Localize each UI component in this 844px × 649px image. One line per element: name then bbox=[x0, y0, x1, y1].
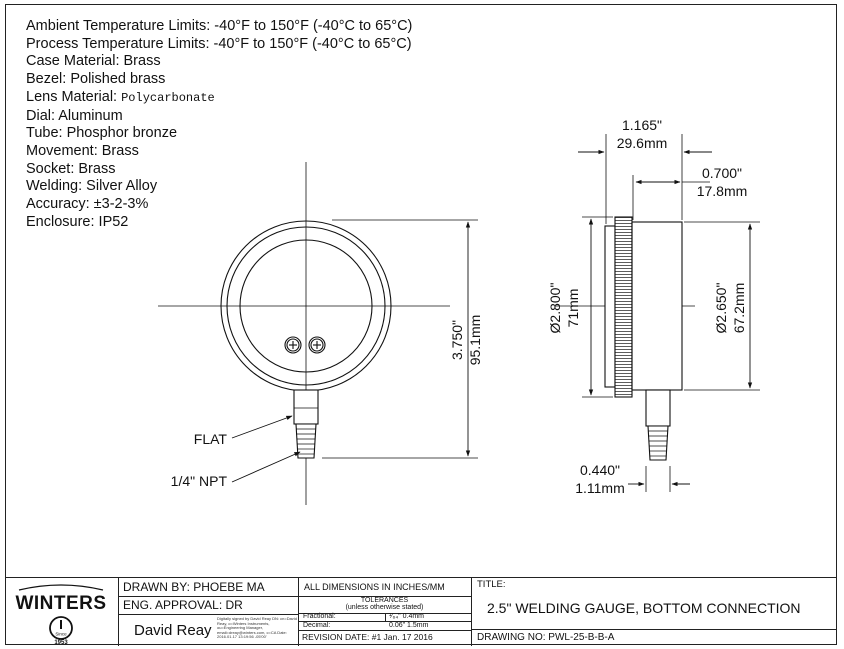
logo-year: 1953 bbox=[54, 640, 68, 646]
drawing-number: DRAWING NO: PWL-25-B-B-A bbox=[477, 632, 615, 643]
winters-logo: WINTERS Since 1953 bbox=[5, 578, 118, 646]
fractional-label: Fractional: bbox=[303, 613, 336, 620]
tolerances-subtitle: (unless otherwise stated) bbox=[345, 604, 424, 611]
logo-text: WINTERS bbox=[15, 593, 106, 614]
side-depth-mm: 29.6mm bbox=[617, 135, 668, 151]
spec-case-material: Case Material: Brass bbox=[26, 53, 161, 70]
front-height-mm: 95.1mm bbox=[467, 315, 483, 366]
side-npt-thread bbox=[647, 425, 669, 461]
side-view bbox=[555, 134, 760, 492]
spec-enclosure: Enclosure: IP52 bbox=[26, 213, 129, 230]
npt-label: 1/4" NPT bbox=[171, 473, 228, 489]
bezel-diameter-mm: 71mm bbox=[565, 289, 581, 328]
spec-tube: Tube: Phosphor bronze bbox=[26, 125, 178, 142]
drawing-border bbox=[5, 4, 837, 645]
side-case-depth-mm: 17.8mm bbox=[697, 183, 748, 199]
spec-socket: Socket: Brass bbox=[26, 160, 116, 177]
screw-icon-left bbox=[284, 336, 302, 354]
spec-lens-material: Lens Material: Polycarbonate bbox=[26, 89, 412, 108]
side-lens bbox=[604, 225, 616, 388]
revision-date: REVISION DATE: #1 Jan. 17 2016 bbox=[302, 632, 433, 642]
spec-list: Ambient Temperature Limits: -40°F to 150… bbox=[26, 18, 412, 231]
spec-process-temperature: Process Temperature Limits: -40°F to 150… bbox=[26, 35, 412, 52]
stem-width-mm: 1.11mm bbox=[575, 480, 625, 496]
side-case-depth-inches: 0.700" bbox=[702, 165, 742, 181]
dimensions-note: ALL DIMENSIONS IN INCHES/MM bbox=[304, 582, 445, 592]
front-height-inches: 3.750" bbox=[449, 320, 465, 360]
side-case bbox=[631, 221, 683, 391]
signature: David Reay bbox=[134, 622, 212, 639]
spec-lens-label: Lens Material: bbox=[26, 88, 122, 105]
decimal-label: Decimal: bbox=[303, 622, 331, 629]
front-npt-thread bbox=[295, 423, 317, 459]
title-label: TITLE: bbox=[477, 579, 506, 590]
flat-label: FLAT bbox=[194, 431, 228, 447]
spec-bezel: Bezel: Polished brass bbox=[26, 71, 166, 88]
spec-ambient-temperature: Ambient Temperature Limits: -40°F to 150… bbox=[26, 18, 413, 34]
case-diameter-mm: 67.2mm bbox=[731, 283, 747, 334]
fractional-value: ¹⁄₆₄" 0.4mm bbox=[389, 613, 425, 620]
bezel-diameter-inches: Ø2.800" bbox=[547, 283, 563, 334]
stem-width-inches: 0.440" bbox=[580, 462, 620, 478]
title-block: WINTERS Since 1953 DRAWN BY: PHOEBE MA E… bbox=[5, 577, 837, 646]
spec-dial: Dial: Aluminum bbox=[26, 107, 123, 124]
case-diameter-inches: Ø2.650" bbox=[713, 283, 729, 334]
screw-icon-right bbox=[308, 336, 326, 354]
side-depth-inches: 1.165" bbox=[622, 117, 662, 133]
front-socket bbox=[293, 389, 319, 425]
dial-circle bbox=[239, 239, 373, 373]
logo-since: Since bbox=[55, 632, 67, 637]
winters-logo-icon: WINTERS Since 1953 bbox=[15, 584, 106, 646]
bezel-inner-circle bbox=[226, 226, 386, 386]
spec-accuracy: Accuracy: ±3-2-3% bbox=[26, 196, 149, 213]
drawing-title: 2.5" WELDING GAUGE, BOTTOM CONNECTION bbox=[487, 600, 801, 616]
side-bezel-knurled bbox=[614, 216, 633, 398]
eng-approval: ENG. APPROVAL: DR bbox=[123, 598, 243, 612]
signature-note: Digitally signed by David Reay DN: cn=Da… bbox=[217, 616, 297, 640]
spec-lens-value: Polycarbonate bbox=[121, 90, 215, 105]
side-socket bbox=[645, 389, 671, 427]
spec-welding: Welding: Silver Alloy bbox=[26, 178, 158, 195]
tolerances-title: TOLERANCES bbox=[360, 597, 409, 604]
spec-movement: Movement: Brass bbox=[26, 142, 139, 159]
front-view bbox=[158, 162, 478, 505]
decimal-value: 0.06" 1.5mm bbox=[389, 622, 429, 629]
drawn-by: DRAWN BY: PHOEBE MA bbox=[123, 580, 265, 594]
